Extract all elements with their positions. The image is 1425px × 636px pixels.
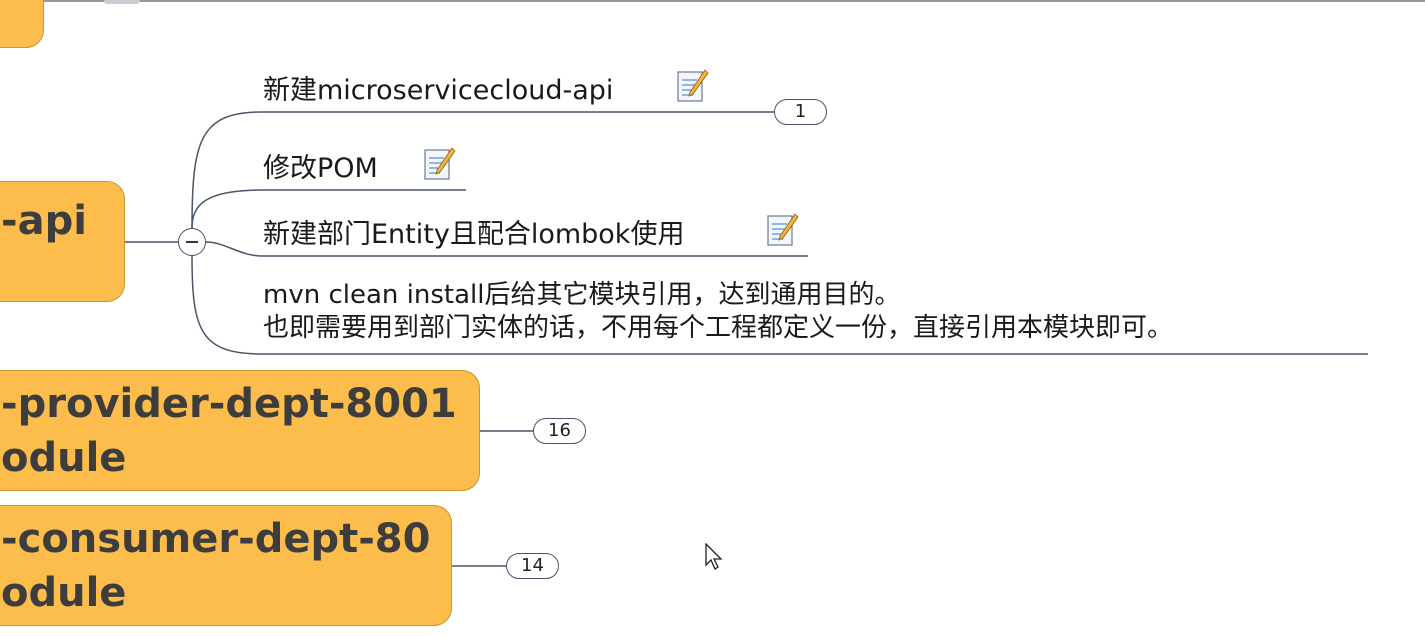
subtopic-modify-pom[interactable]: 修改POM — [263, 153, 378, 184]
note-icon[interactable] — [422, 146, 456, 182]
topic-label: -provider-dept-8001 odule — [1, 381, 457, 481]
topic-node-consumer[interactable]: -consumer-dept-80 odule — [0, 505, 452, 626]
child-count-badge[interactable]: 14 — [506, 553, 559, 579]
subtopic-new-api[interactable]: 新建microservicecloud-api — [263, 75, 614, 106]
note-icon[interactable] — [675, 68, 709, 104]
top-border — [0, 0, 1425, 2]
subtopic-mvn-install[interactable]: mvn clean install后给其它模块引用，达到通用目的。 也即需要用到… — [263, 280, 1174, 343]
topic-node-partial[interactable] — [0, 0, 44, 48]
child-count-badge[interactable]: 1 — [774, 99, 827, 125]
topic-node-api[interactable]: -api — [0, 181, 125, 302]
topic-label: -consumer-dept-80 odule — [1, 516, 431, 616]
topic-label: -api — [1, 198, 87, 244]
mouse-cursor-icon — [705, 543, 723, 570]
child-count-badge[interactable]: 16 — [533, 418, 586, 444]
collapse-icon[interactable] — [178, 228, 206, 256]
subtopic-entity-lombok[interactable]: 新建部门Entity且配合lombok使用 — [263, 219, 685, 250]
topic-node-provider[interactable]: -provider-dept-8001 odule — [0, 370, 480, 491]
note-icon[interactable] — [765, 212, 799, 248]
scroll-stub — [104, 0, 140, 4]
